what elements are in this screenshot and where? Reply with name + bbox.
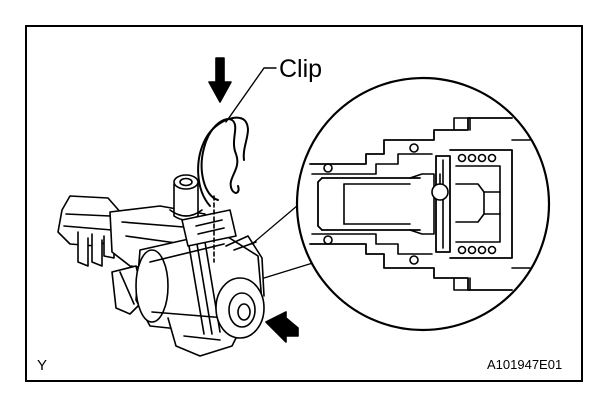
view-letter-label: Y [37, 357, 48, 374]
wire-clip [197, 116, 249, 207]
view-direction-arrow-icon [265, 311, 299, 343]
figure-code-label: A101947E01 [487, 357, 563, 372]
valve-body [57, 174, 265, 357]
callout-line [251, 199, 305, 245]
clip-leader-line [225, 67, 277, 123]
down-arrow-icon [208, 57, 232, 103]
magnified-section-circle [295, 76, 551, 332]
callout-line [263, 261, 317, 279]
clip-label: Clip [279, 55, 323, 83]
